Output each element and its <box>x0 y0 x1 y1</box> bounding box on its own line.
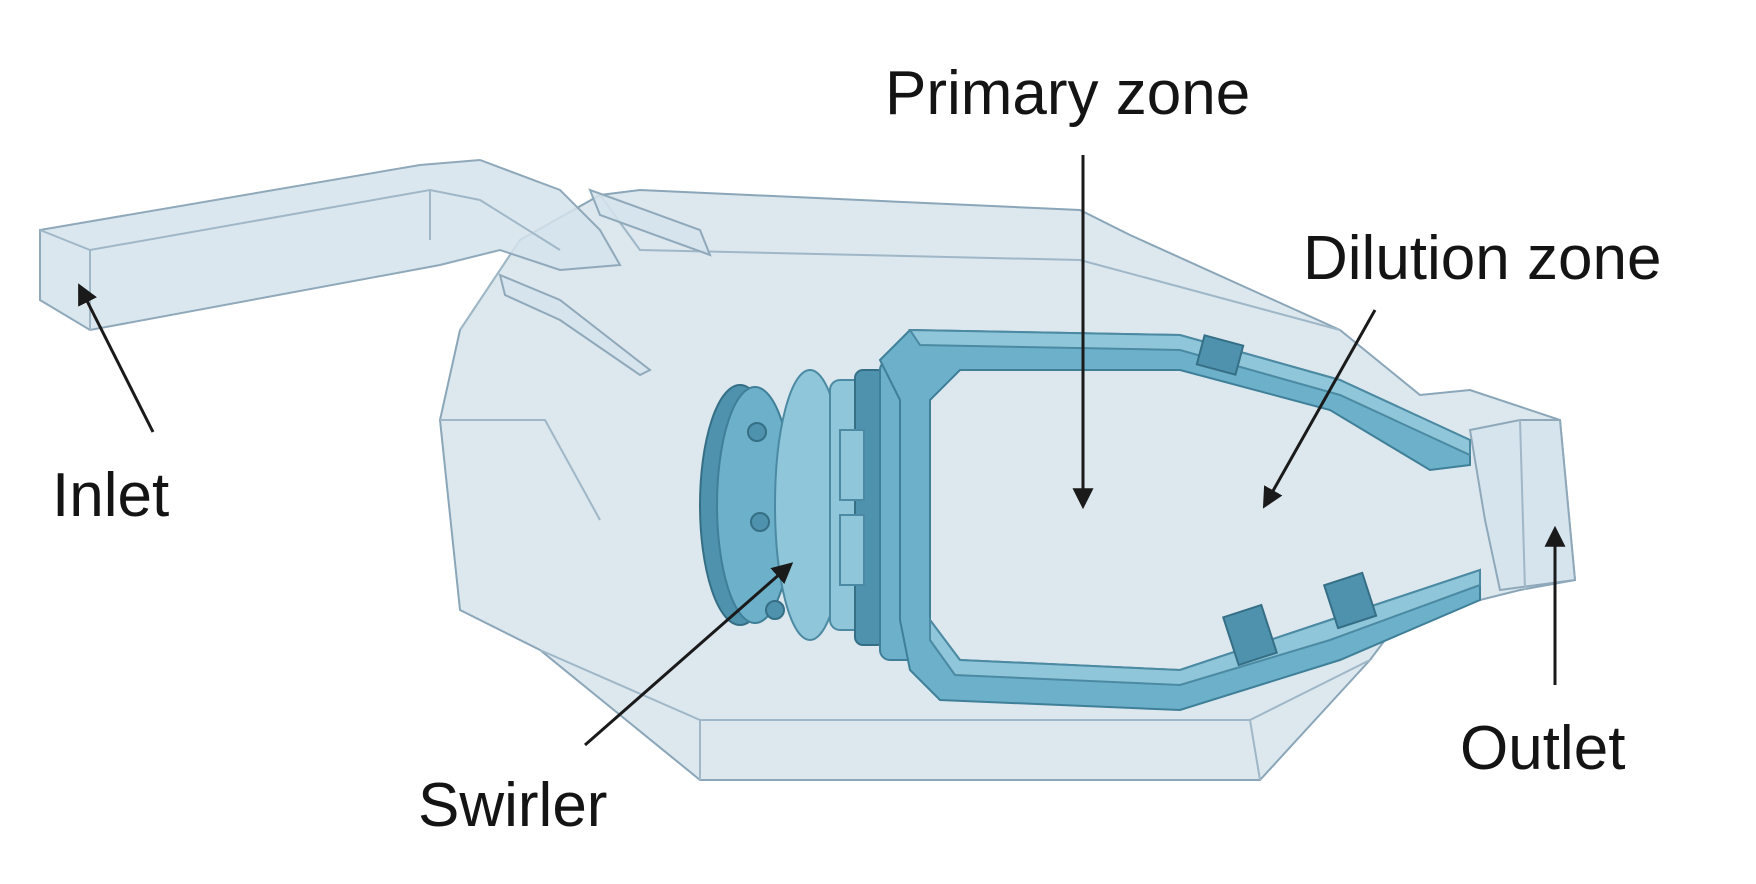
outlet-duct <box>1468 419 1577 592</box>
annotation-arrows <box>78 155 1566 747</box>
outlet-label: Outlet <box>1460 714 1626 783</box>
inlet-duct <box>39 158 712 377</box>
dilution-zone-arrow <box>1262 309 1377 509</box>
swirler-label: Swirler <box>418 771 608 840</box>
combustor-liner <box>878 328 1481 712</box>
inlet-label: Inlet <box>52 461 170 530</box>
swirler-arrow <box>584 562 794 747</box>
dilution-zone-label: Dilution zone <box>1303 224 1662 293</box>
inlet-arrow <box>78 283 155 433</box>
primary-zone-label: Primary zone <box>885 59 1251 128</box>
